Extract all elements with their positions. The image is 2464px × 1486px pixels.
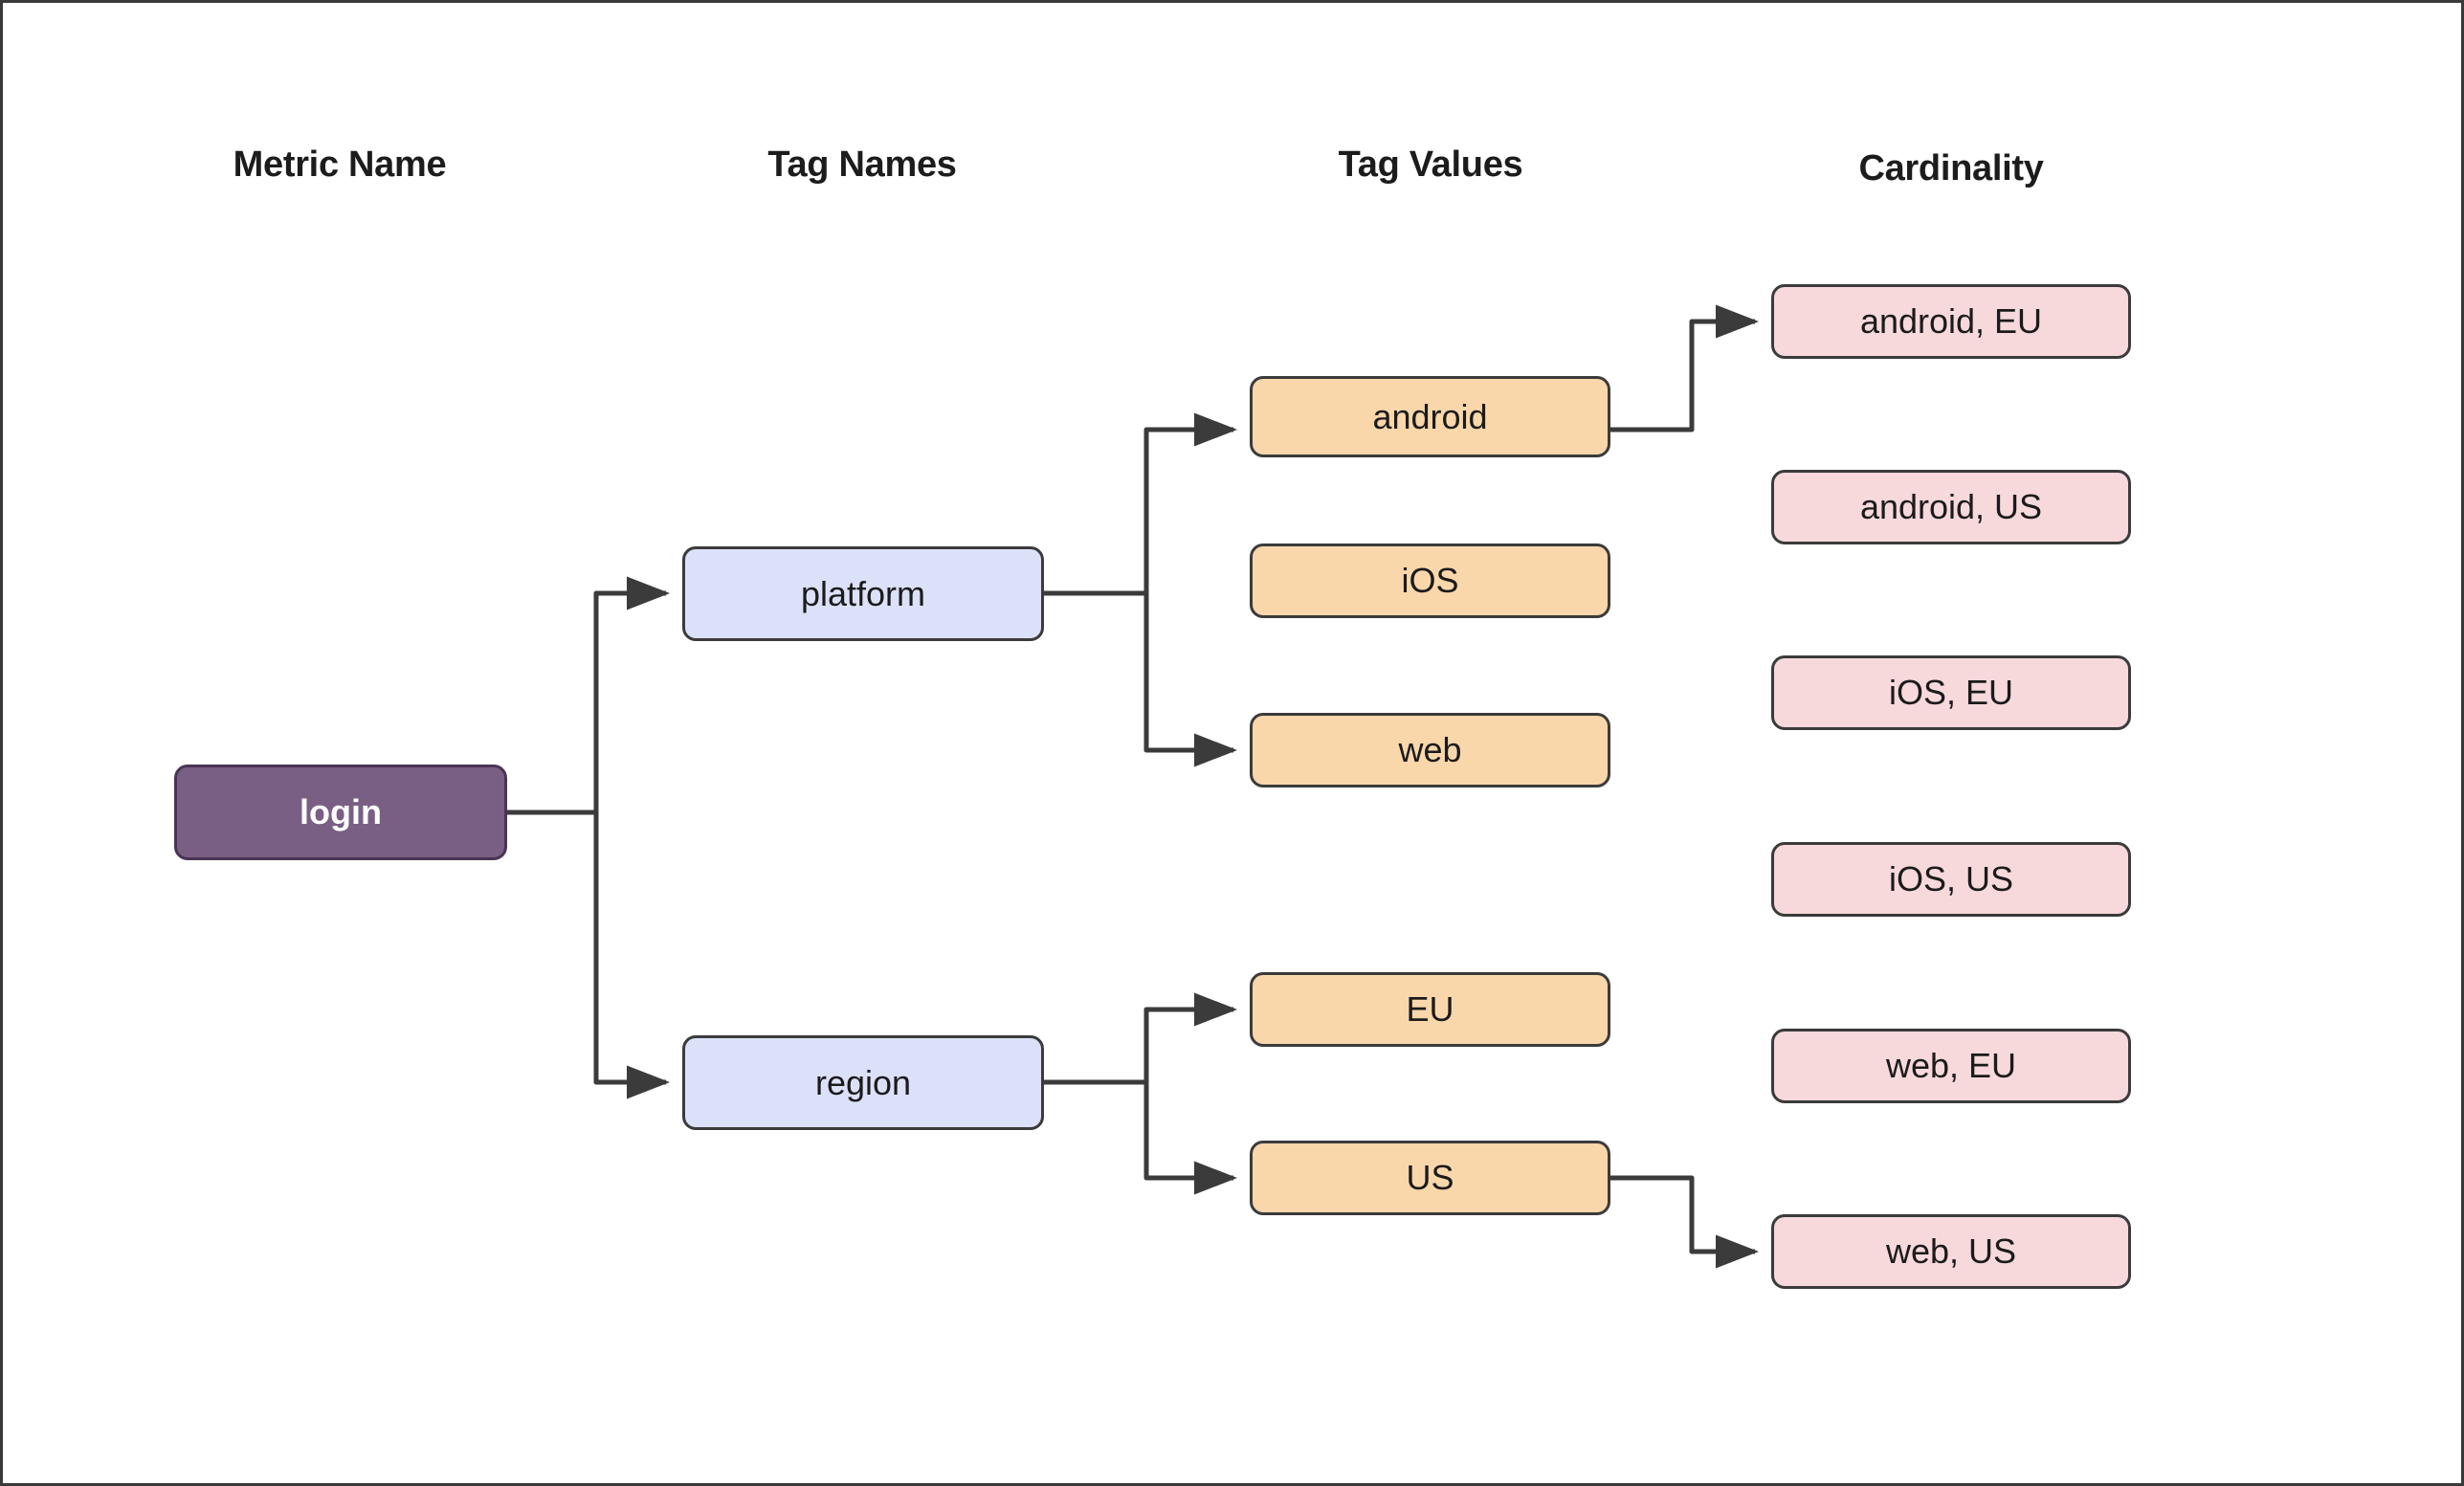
edge-platform-to-android [1044,412,1238,596]
node-android-eu[interactable]: android, EU [1771,284,2131,359]
node-ios[interactable]: iOS [1250,543,1610,618]
column-header-tag-names: Tag Names [767,144,957,185]
node-android-us[interactable]: android, US [1771,470,2131,544]
node-us[interactable]: US [1250,1141,1610,1215]
node-platform[interactable]: platform [682,546,1044,641]
node-ios-us[interactable]: iOS, US [1771,842,2131,917]
node-login[interactable]: login [174,765,507,860]
edge-platform-to-web [1143,673,1238,767]
edge-region-to-eu [1044,992,1238,1085]
node-ios-eu[interactable]: iOS, EU [1771,655,2131,730]
edge-region-to-us [1143,1082,1238,1195]
node-eu[interactable]: EU [1250,972,1610,1047]
edge-login-to-region [507,810,671,1099]
column-header-cardinality: Cardinality [1858,148,2044,189]
edge-platform-to-ios-stub [1044,590,1149,749]
node-region[interactable]: region [682,1035,1044,1130]
edge-login-to-platform [507,576,671,815]
column-header-metric-name: Metric Name [233,144,447,185]
edge-us-to-web-us [1610,1175,1760,1269]
node-web[interactable]: web [1250,713,1610,787]
node-web-us[interactable]: web, US [1771,1214,2131,1289]
node-web-eu[interactable]: web, EU [1771,1029,2131,1103]
node-android[interactable]: android [1250,376,1610,457]
edge-android-to-android-eu [1610,304,1760,432]
column-header-tag-values: Tag Values [1338,144,1523,185]
